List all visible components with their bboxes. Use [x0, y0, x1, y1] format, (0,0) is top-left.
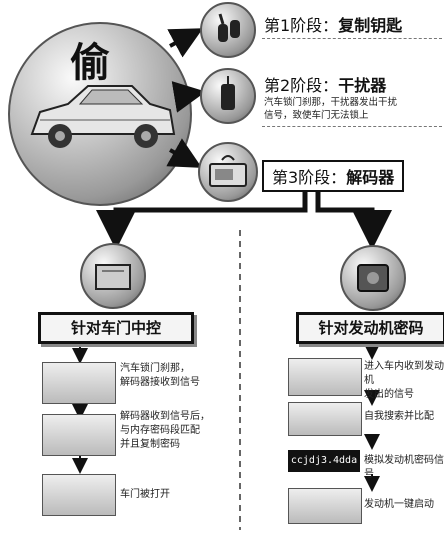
stage-1-underline: [262, 38, 442, 39]
theft-character: 偷: [70, 40, 110, 86]
stage-3-box: 第3阶段：解码器: [262, 160, 405, 192]
code-label: ccjdj3.4dda: [288, 450, 360, 472]
signal-thumb: [288, 358, 362, 396]
stage-1-label: 第1阶段：复制钥匙: [264, 16, 403, 35]
left-step-1: 汽车锁门刹那，解码器接收到信号: [120, 363, 200, 388]
left-step-3: 车门被打开: [120, 489, 170, 500]
right-step-2: 自我搜索并比配: [364, 411, 434, 422]
search-thumb: [288, 402, 362, 436]
car-door-icon: [80, 243, 146, 309]
right-step-3: 模拟发动机密码信号: [364, 455, 444, 480]
right-branch-title: 针对发动机密码: [296, 312, 444, 344]
stage-2-label: 第2阶段：干扰器: [264, 76, 387, 95]
gear-thumb: [288, 488, 362, 524]
right-step-1: 进入车内收到发动机发出的信号: [364, 361, 444, 400]
car-icon: [30, 85, 176, 148]
jammer-icon: [200, 68, 256, 124]
left-branch-title: 针对车门中控: [38, 312, 194, 344]
left-step-2: 解码器收到信号后，与内存密码段匹配并且复制密码: [120, 411, 210, 450]
decoder-match-thumb: [42, 414, 116, 456]
key-icon: [200, 2, 256, 58]
stage-2-description: 汽车锁门刹那，干扰器发出干扰信号，致使车门无法锁上: [264, 97, 398, 121]
right-step-4: 发动机一键启动: [364, 499, 434, 510]
car-theft-circle: 偷: [8, 22, 192, 206]
stage-2-underline: [262, 126, 442, 127]
decoder-receive-thumb: [42, 362, 116, 404]
engine-icon: [340, 245, 406, 311]
decoder-icon: [198, 142, 258, 202]
open-door-thumb: [42, 474, 116, 516]
